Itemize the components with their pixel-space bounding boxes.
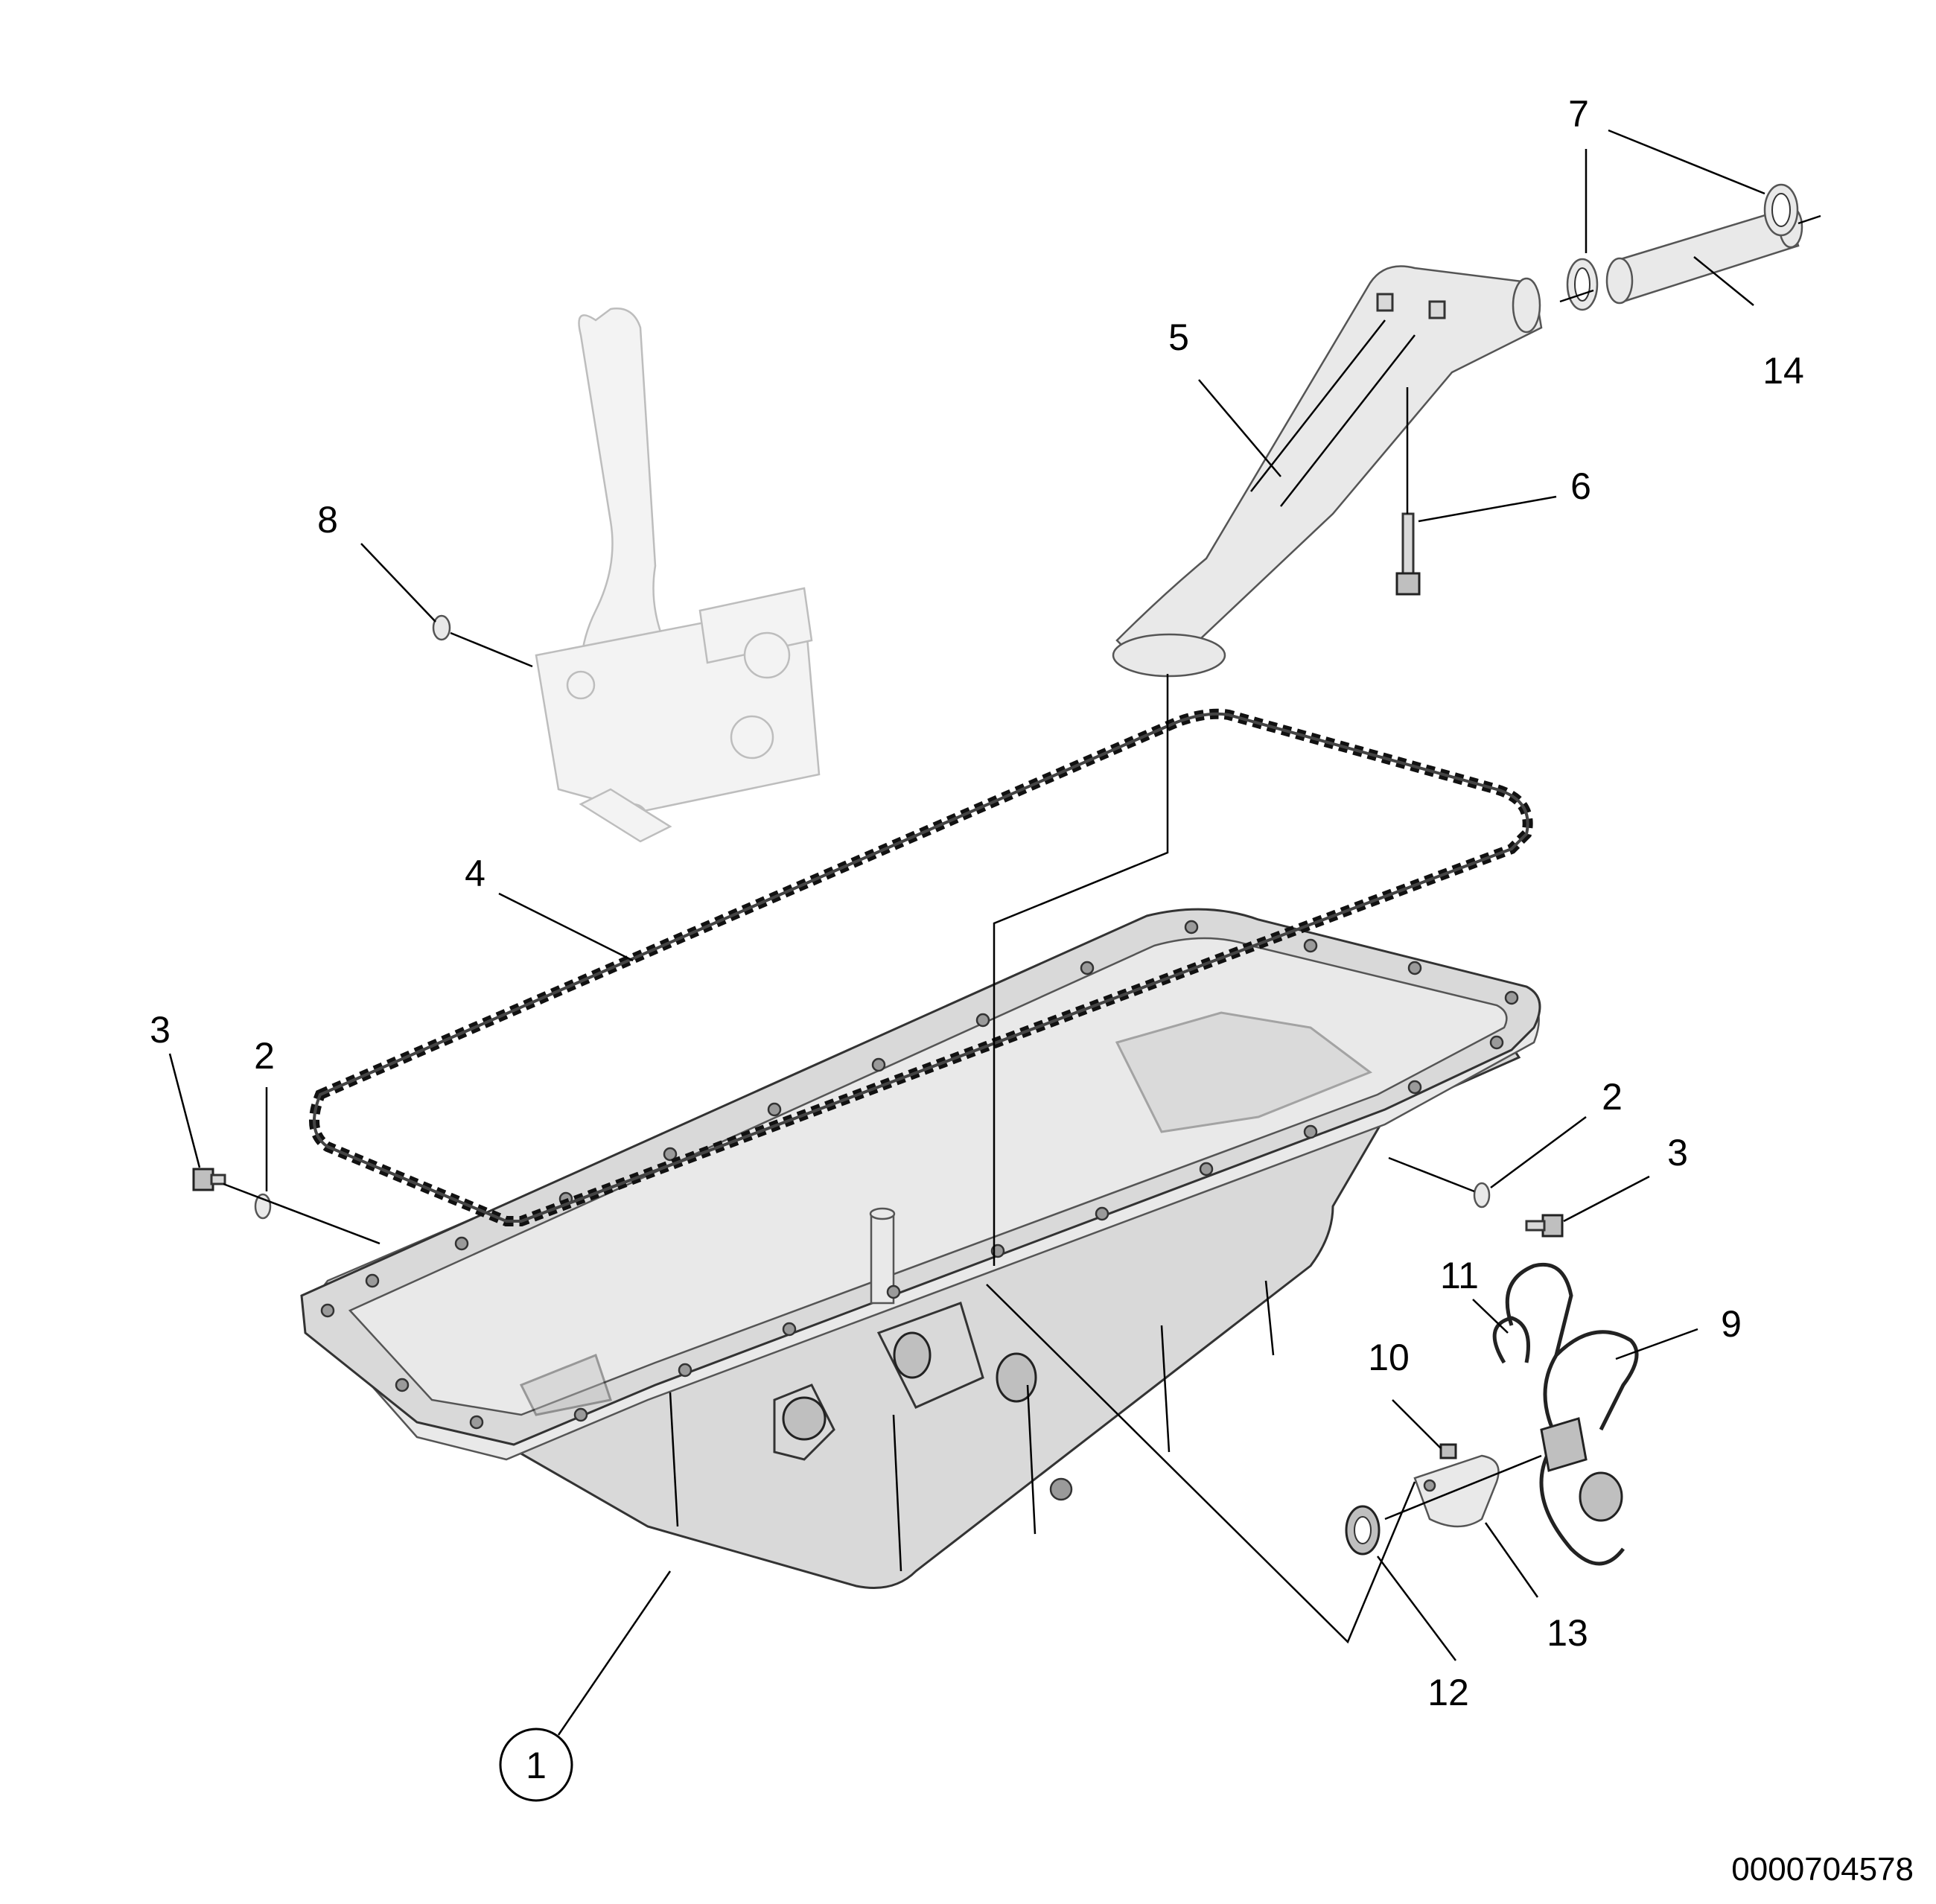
callout-13: 13 — [1547, 1612, 1588, 1654]
sensor-harness-9 — [1505, 1262, 1639, 1566]
callout-11: 11 — [1440, 1255, 1479, 1296]
oil-pan — [300, 908, 1541, 1589]
callout-14: 14 — [1763, 350, 1804, 392]
callout-3-left: 3 — [150, 1009, 171, 1051]
callout-5: 5 — [1168, 316, 1189, 358]
callout-7: 7 — [1568, 93, 1589, 135]
bracket-13 — [1413, 1454, 1500, 1528]
nut-10 — [1439, 1443, 1457, 1459]
svg-text:1: 1 — [526, 1745, 547, 1786]
bolt-3-right — [1525, 1214, 1564, 1238]
seal-ring-7-outer — [1763, 183, 1799, 237]
callout-4: 4 — [465, 853, 485, 894]
clip-11 — [1492, 1316, 1530, 1364]
bolt-3-left — [192, 1168, 226, 1191]
seal-12 — [1345, 1505, 1381, 1556]
callout-1: 1 — [499, 1728, 573, 1802]
background-oil-module — [535, 308, 821, 843]
callout-10: 10 — [1368, 1337, 1410, 1378]
washer-8 — [432, 614, 451, 641]
pan-flange-bolt-holes — [320, 920, 1519, 1430]
document-id: 0000704578 — [1731, 1851, 1914, 1888]
bolt-6 — [1395, 512, 1421, 596]
washer-2-right — [1473, 1182, 1491, 1209]
callout-3-right: 3 — [1667, 1132, 1688, 1174]
callout-12: 12 — [1427, 1672, 1469, 1713]
seal-ring-7-inner — [1566, 258, 1599, 311]
callout-2-left: 2 — [254, 1035, 275, 1077]
dipstick-guide-tube — [1112, 265, 1543, 678]
callout-2-right: 2 — [1602, 1076, 1623, 1118]
callout-9: 9 — [1721, 1303, 1742, 1345]
callout-6: 6 — [1570, 465, 1591, 507]
oil-pan-gasket — [309, 708, 1533, 1226]
leader-lines — [168, 129, 1821, 1736]
callout-8: 8 — [317, 499, 338, 541]
